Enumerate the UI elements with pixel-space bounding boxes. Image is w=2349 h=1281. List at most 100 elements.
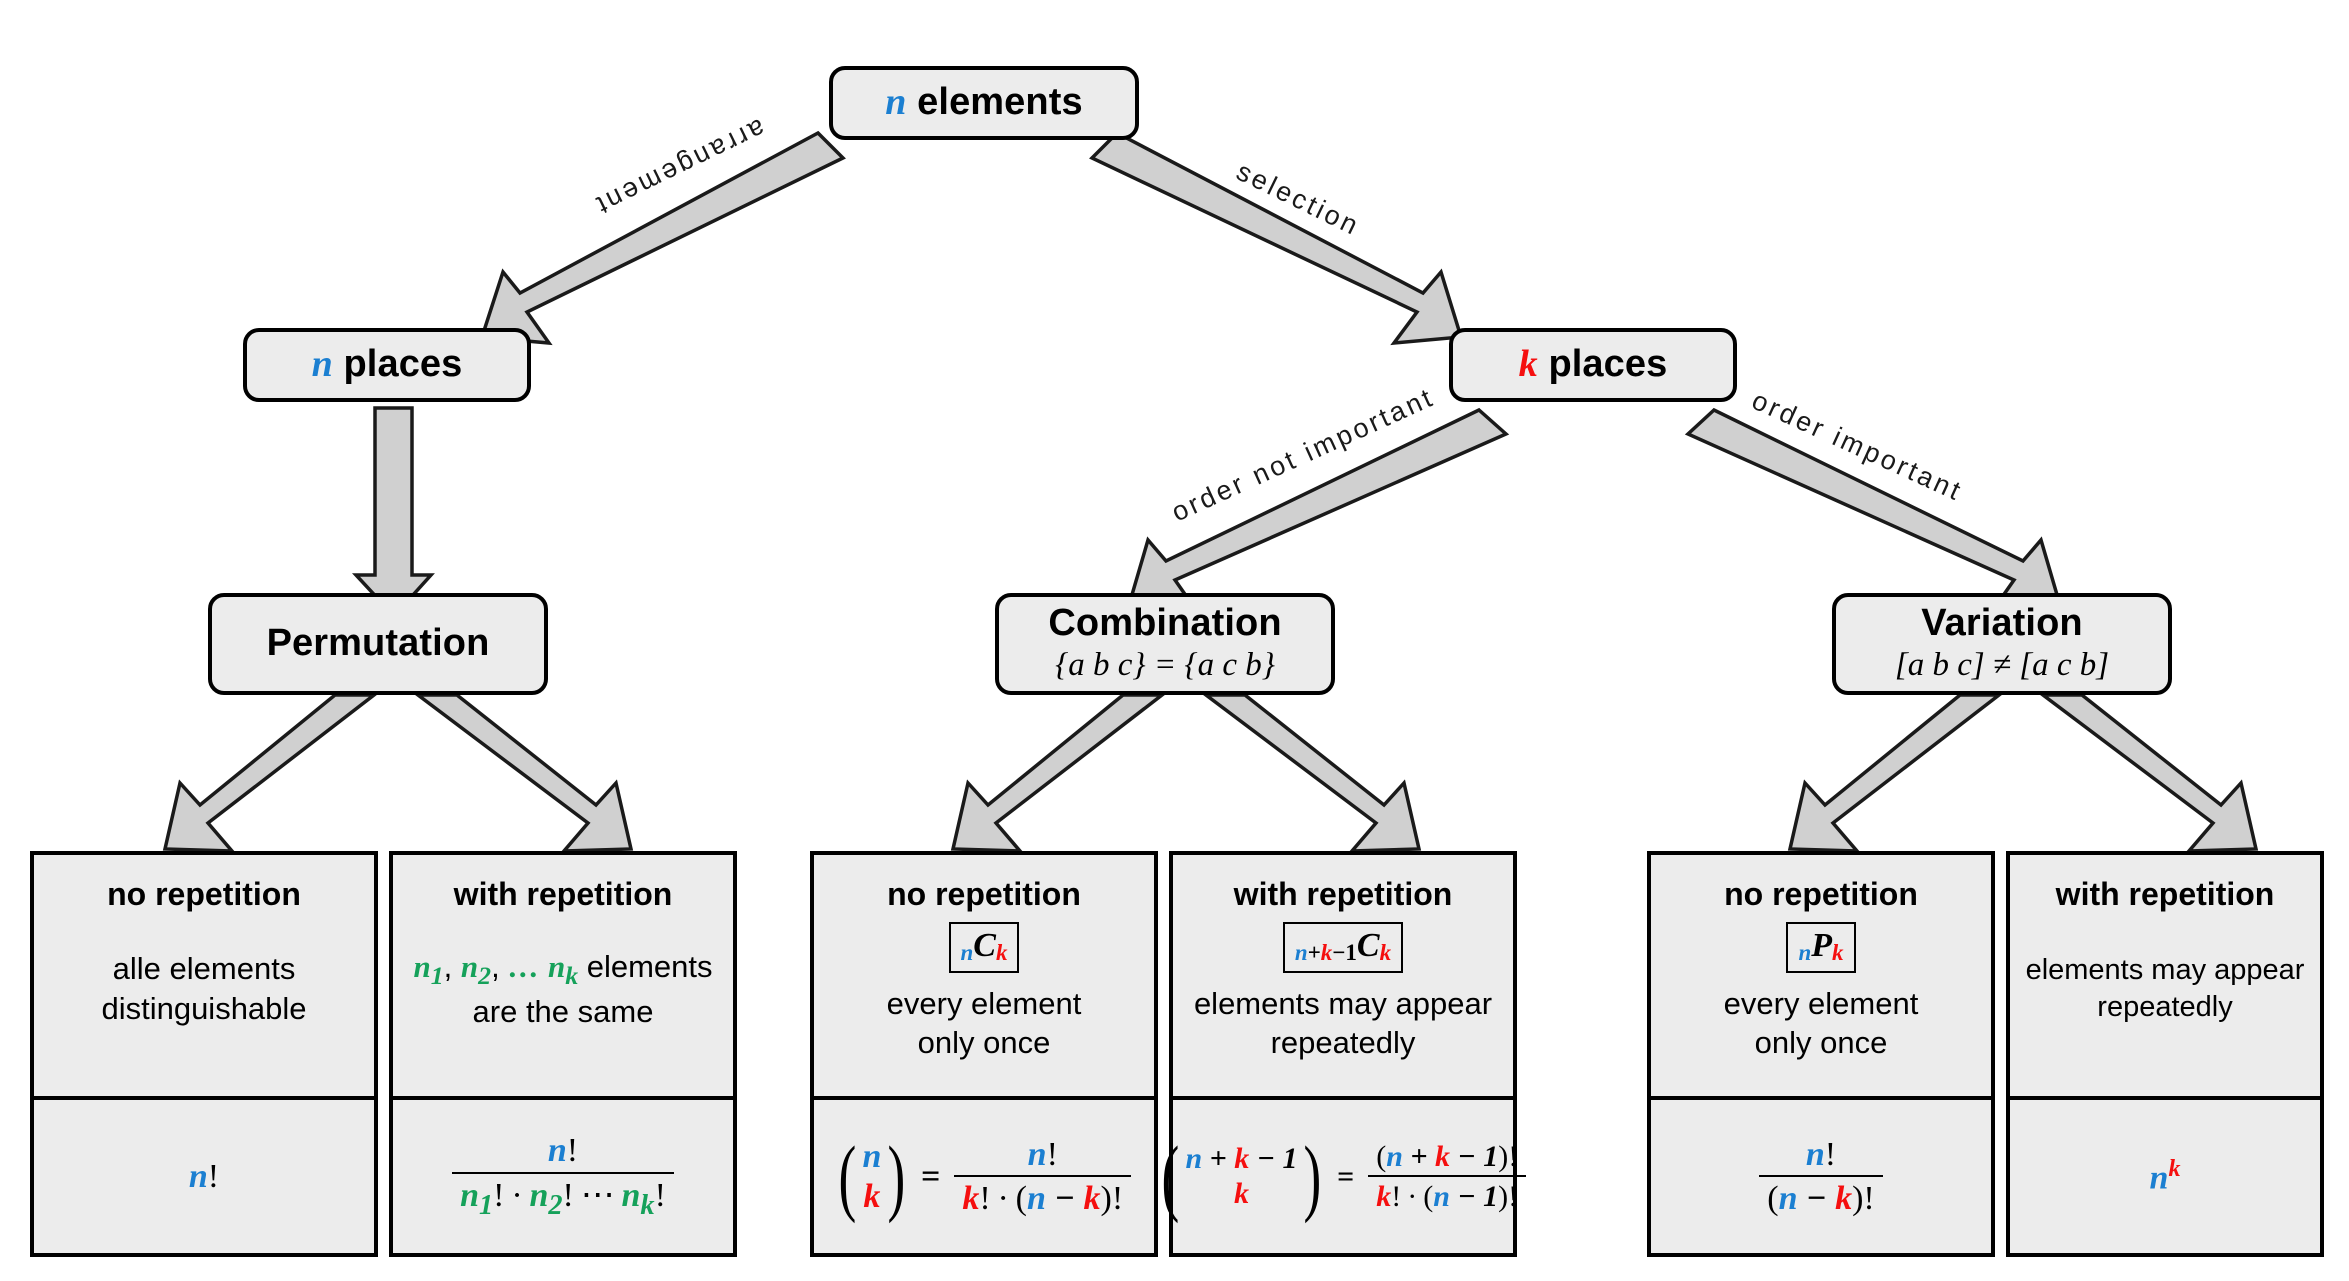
numerator: (n + k − 1)! [1368,1140,1526,1175]
leaf-permutation-with-repetition[interactable]: with repetition n1, n2, … nk elements ar… [389,851,737,1257]
var-nk: n [621,1176,641,1214]
symbol-nPk: nPk [1786,922,1856,973]
factorial-sign: ! [1391,1180,1402,1213]
factorial-sign: ! [493,1176,505,1214]
leaf-combination-with-repetition[interactable]: with repetition n+k−1Ck elements may app… [1161,851,1527,1257]
leaf-permutation-no-repetition[interactable]: no repetition alle elements distinguisha… [30,851,378,1257]
fraction: n! n1! · n2! ⋯ nk! [452,1132,674,1221]
var-n: n [1778,1180,1798,1217]
leaf-desc-line-2: repeatedly [2097,991,2233,1024]
var-n: n [1185,1142,1203,1175]
right-paren: ) [1852,1180,1864,1217]
left-paren: ( [1423,1180,1434,1213]
leaf-top-section: with repetition elements may appear repe… [2010,855,2320,1100]
sub-k: k [565,960,579,990]
arrow-permutation-with-repetition [412,693,634,853]
binom-stack: n k [861,1137,882,1215]
minus-sign: − [1256,1142,1275,1175]
leaf-combination-no-repetition[interactable]: no repetition nCk every element only onc… [810,851,1158,1257]
fraction: n! (n − k)! [1759,1136,1883,1218]
arrow-selection [1089,130,1464,346]
plus-sign: + [1209,1142,1227,1175]
var-k: k [1083,1180,1101,1217]
leaf-desc-line-1: elements may appear [2025,953,2305,986]
leaf-variation-with-repetition[interactable]: with repetition elements may appear repe… [2006,851,2324,1257]
symbol-right-subscript: k [995,940,1008,966]
leaf-desc-line-1: alle elements [112,951,296,987]
numerator: n! [1020,1136,1066,1175]
symbol-letter-P: P [1811,927,1833,965]
factorial-sign: ! [1824,1135,1837,1173]
factorial-sign: ! [1508,1140,1519,1173]
fraction: (n + k − 1)! k! · (n − 1)! [1368,1140,1527,1213]
leaf-head: no repetition [1724,876,1918,912]
right-paren: ) [1100,1180,1112,1217]
symbol-one: 1 [1345,940,1357,966]
var-nk: n [547,948,566,984]
fraction: n! k! · (n − k)! [954,1136,1132,1218]
leaf-top-section: no repetition nCk every element only onc… [814,855,1154,1100]
factorial-sign: ! [1046,1135,1058,1173]
node-combination[interactable]: Combination {a b c} = {a c b} [995,593,1335,695]
var-n: n [1386,1140,1403,1173]
leaf-head: with repetition [1233,876,1453,912]
numerator: n! [1798,1136,1844,1175]
leaf-top-section: no repetition nPk every element only onc… [1651,855,1991,1100]
arrow-variation-no-repetition [1787,693,2005,853]
node-n-places[interactable]: n places [243,328,531,402]
symbol-left-subscript: n [1798,940,1812,966]
ellipsis: … [508,948,540,984]
var-n: n [1027,1180,1046,1217]
symbol-minus: − [1332,940,1346,966]
factorial-sign: ! [1508,1180,1519,1213]
node-permutation[interactable]: Permutation [208,593,548,695]
leaf-description: alle elements distinguishable [91,912,316,1096]
symbol-plus: + [1307,940,1321,966]
leaf-head: with repetition [2055,876,2275,912]
leaf-variation-no-repetition[interactable]: no repetition nPk every element only onc… [1647,851,1995,1257]
symbol-nCk: nCk [948,922,1020,973]
leaf-formula: n! n1! · n2! ⋯ nk! [393,1100,733,1253]
plus-sign: + [1410,1140,1428,1173]
leaf-head: no repetition [107,876,301,912]
edge-label-selection: selection [1231,156,1366,242]
node-k-places-title: k places [1519,344,1668,385]
comma: , [491,948,500,984]
var-n1: n [460,1176,479,1214]
node-variation-subtitle: [a b c] ≠ [a c b] [1894,647,2110,684]
node-n-elements-word: elements [917,81,1083,124]
denominator: k! · (n − 1)! [1368,1175,1527,1213]
edge-label-arrangement: arrangement [589,113,770,222]
dot-operator: · [997,1180,1009,1217]
denominator: (n − k)! [1759,1175,1883,1217]
minus-sign: − [1805,1180,1827,1217]
var-k: k [1376,1180,1392,1213]
leaf-desc-line-1: every element [886,985,1082,1021]
num-one: 1 [1483,1140,1499,1173]
factorial-sign: ! [566,1132,579,1170]
var-k: k [962,1180,980,1217]
leaf-top-section: no repetition alle elements distinguisha… [34,855,374,1100]
symbol-n-plus-k-minus-1-C-k: n+k−1Ck [1282,922,1404,973]
var-n2: n [460,948,479,984]
binomial-coefficient: ( n k ) [833,1133,911,1219]
sub-k: k [640,1189,655,1221]
var-n2: n [529,1176,549,1214]
node-variation[interactable]: Variation [a b c] ≠ [a c b] [1832,593,2172,695]
node-k-places[interactable]: k places [1449,328,1737,402]
numerator: n! [540,1132,586,1171]
num-one: 1 [1483,1180,1499,1213]
node-n-elements[interactable]: n elements [829,66,1139,140]
num-one: 1 [1282,1142,1298,1175]
node-n-places-word: places [343,343,463,386]
arrow-n-places-to-permutation [351,406,435,619]
node-variation-title: Variation [1921,601,2083,644]
leaf-desc-line-2: repeatedly [1270,1025,1416,1061]
left-paren: ( [1767,1180,1779,1217]
node-combination-subtitle: {a b c} = {a c b} [1055,647,1275,684]
factorial-sign: ! [562,1176,574,1214]
var-n: n [547,1132,567,1170]
leaf-desc-line-2: are the same [472,993,654,1029]
left-paren: ( [1376,1140,1387,1173]
